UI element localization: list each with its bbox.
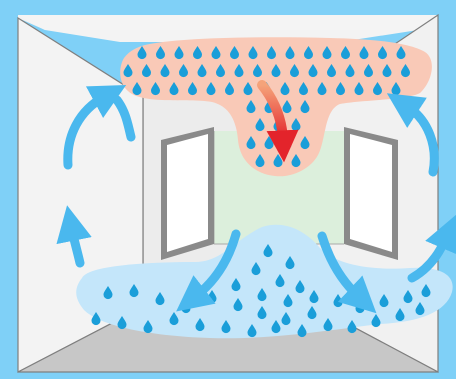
ceiling-surface xyxy=(18,15,438,30)
window-icon xyxy=(344,127,398,260)
window-icon xyxy=(161,127,214,260)
